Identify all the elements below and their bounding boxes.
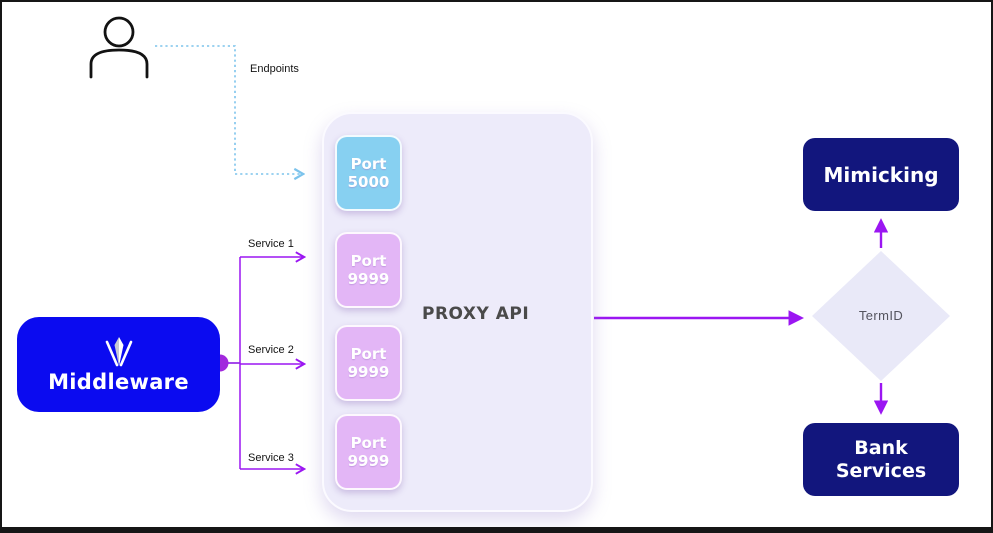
endpoints-label: Endpoints [250,63,299,75]
bank-services-label: Bank Services [835,436,927,482]
middleware-gem-icon [105,336,132,366]
port-5000-node: Port 5000 [335,135,402,211]
service1-label: Service 1 [248,238,294,250]
proxy-api-container: PROXY API Port 5000 Port 9999 Port 9999 … [322,112,593,512]
port-9999-label-1: Port 9999 [347,251,390,288]
port-9999-node-3: Port 9999 [335,414,402,490]
bank-services-node: Bank Services [803,423,959,496]
mimicking-node: Mimicking [803,138,959,211]
service2-label: Service 2 [248,344,294,356]
person-icon [89,16,149,79]
middleware-node: Middleware [17,317,220,412]
port-9999-label-2: Port 9999 [347,344,390,381]
mimicking-label: Mimicking [823,162,939,187]
port-9999-node-1: Port 9999 [335,232,402,308]
proxy-api-title: PROXY API [422,304,530,324]
port-9999-node-2: Port 9999 [335,325,402,401]
port-9999-label-3: Port 9999 [347,433,390,470]
termid-label: TermID [858,308,904,323]
middleware-label: Middleware [48,369,189,394]
service3-label: Service 3 [248,452,294,464]
port-5000-label: Port 5000 [347,154,390,191]
